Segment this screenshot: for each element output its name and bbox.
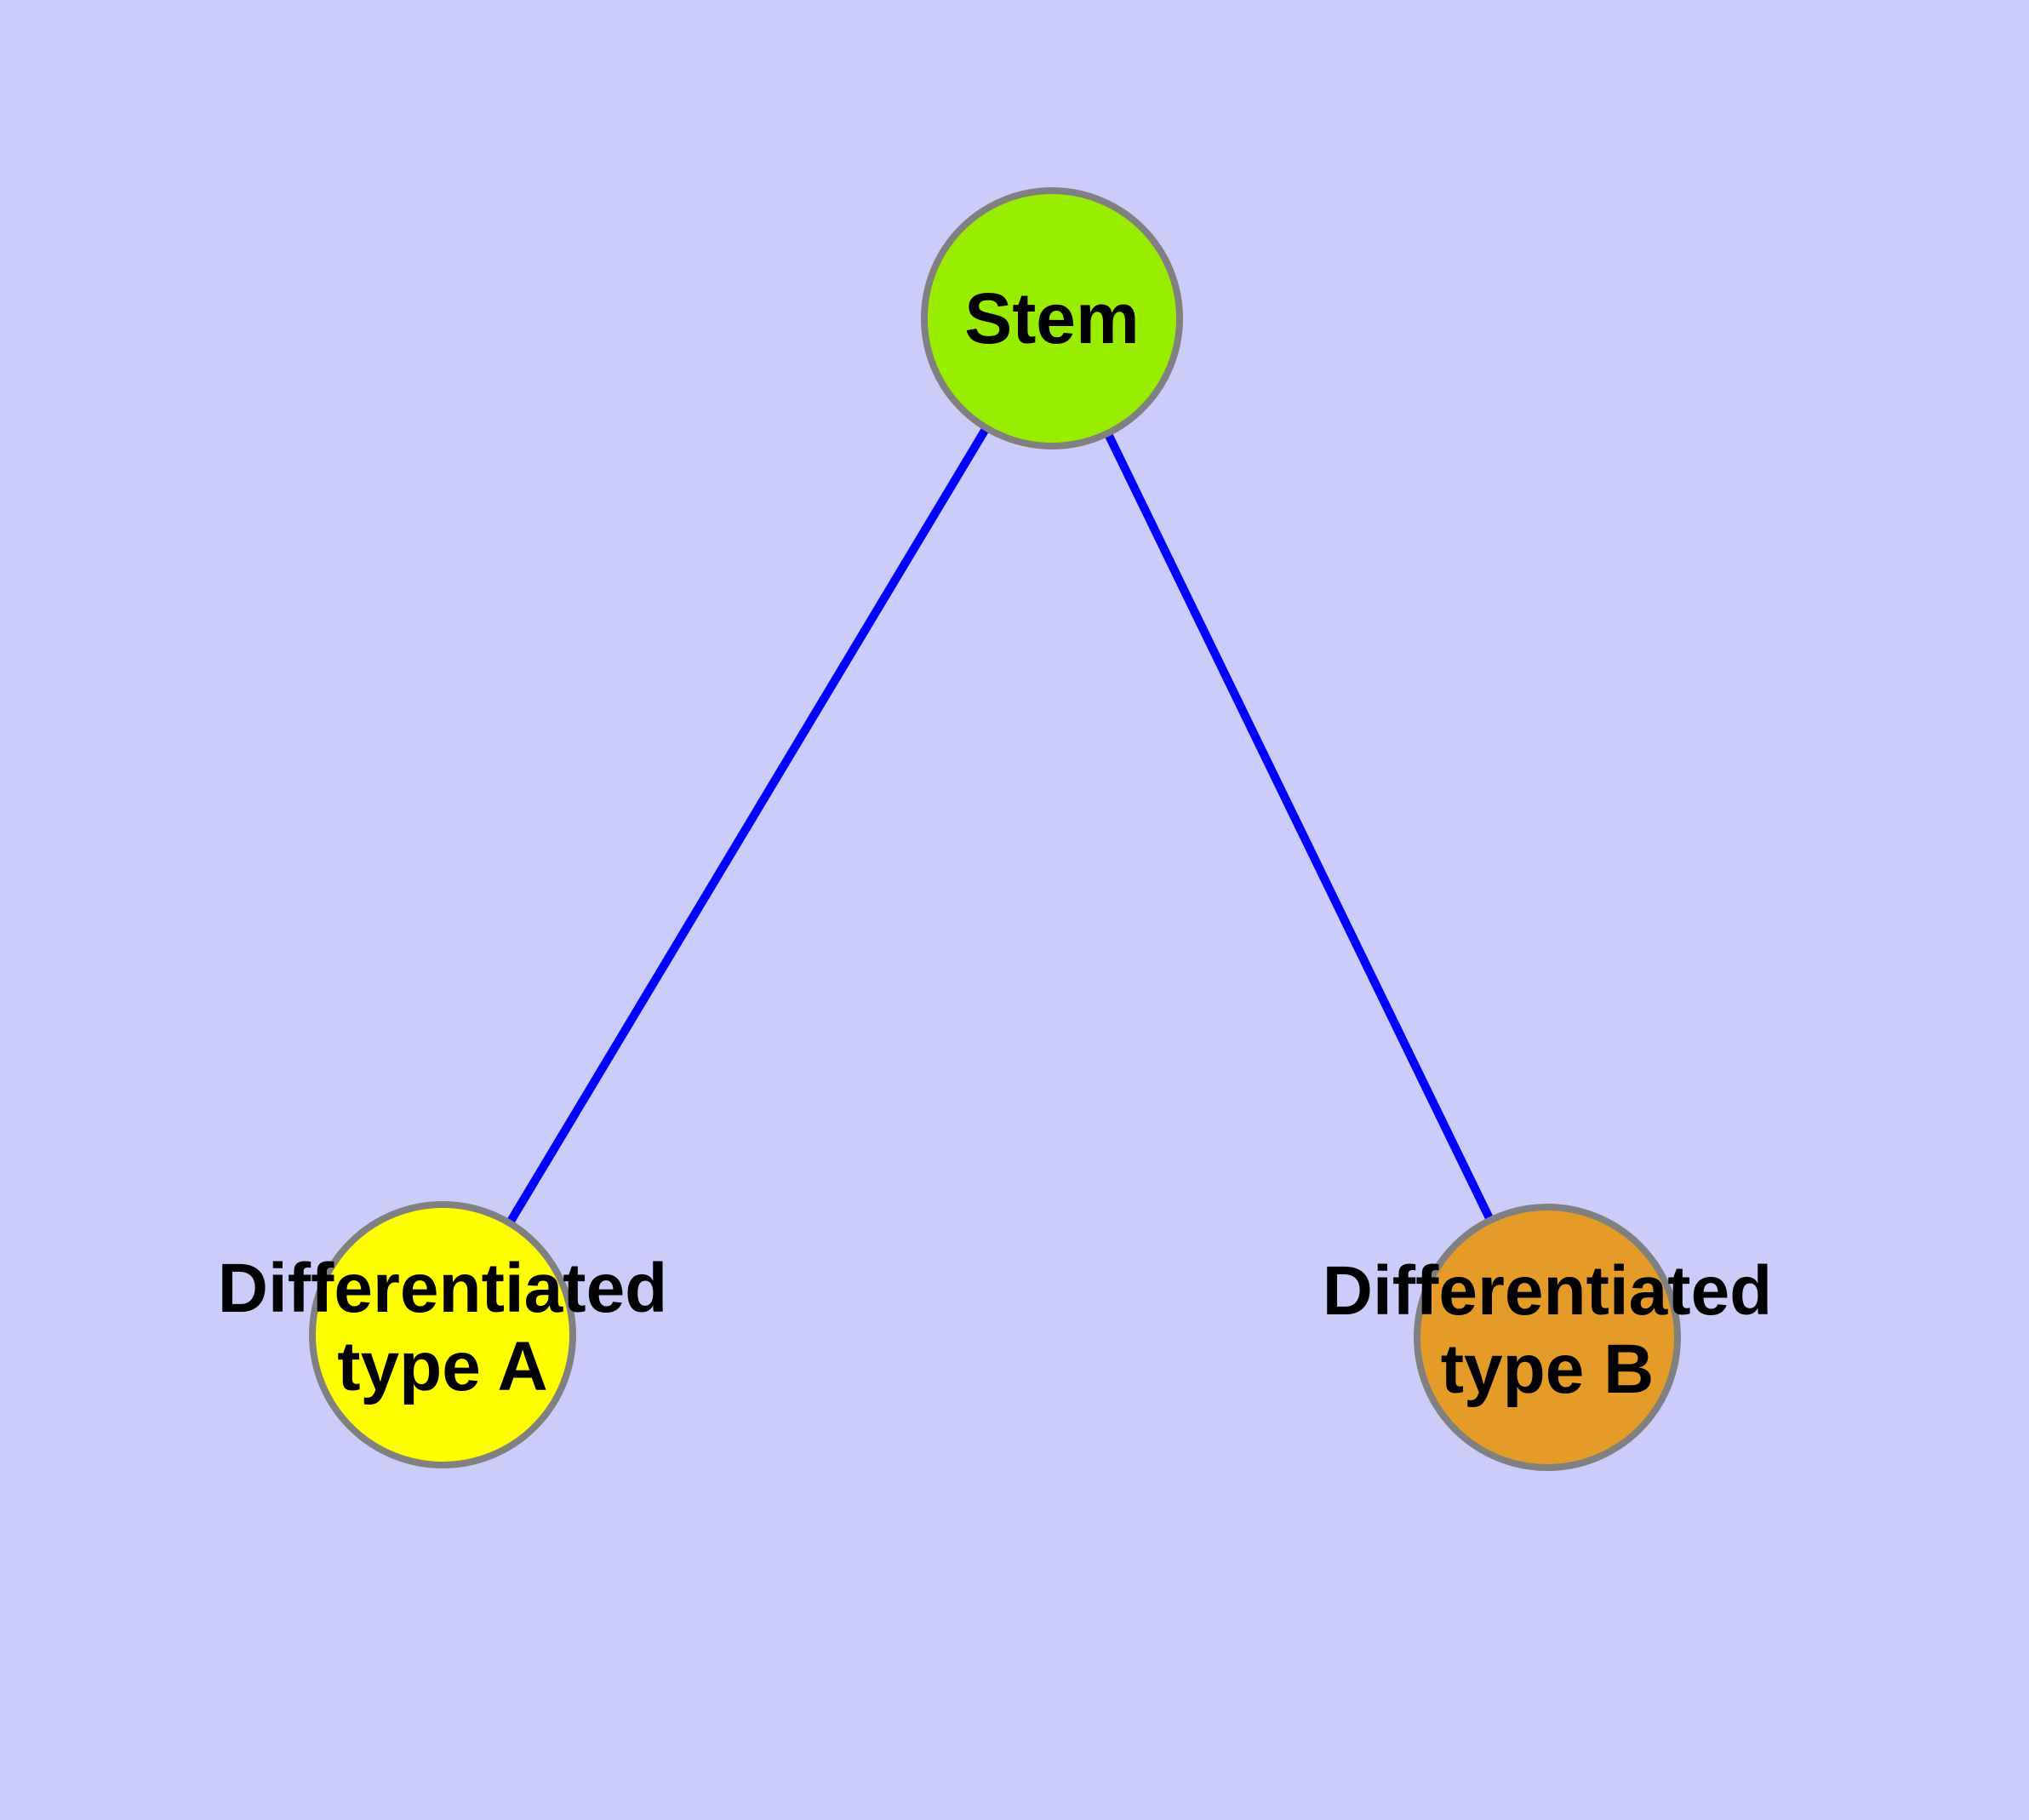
node-diff-a[interactable] (309, 1201, 576, 1468)
node-layer (309, 187, 1681, 1471)
node-diff-b[interactable] (1414, 1204, 1681, 1471)
node-stem[interactable] (921, 187, 1183, 449)
edge-stem-to-diff-a (438, 316, 1056, 1337)
edge-layer (438, 316, 1552, 1340)
edge-stem-to-diff-b (1048, 316, 1552, 1340)
